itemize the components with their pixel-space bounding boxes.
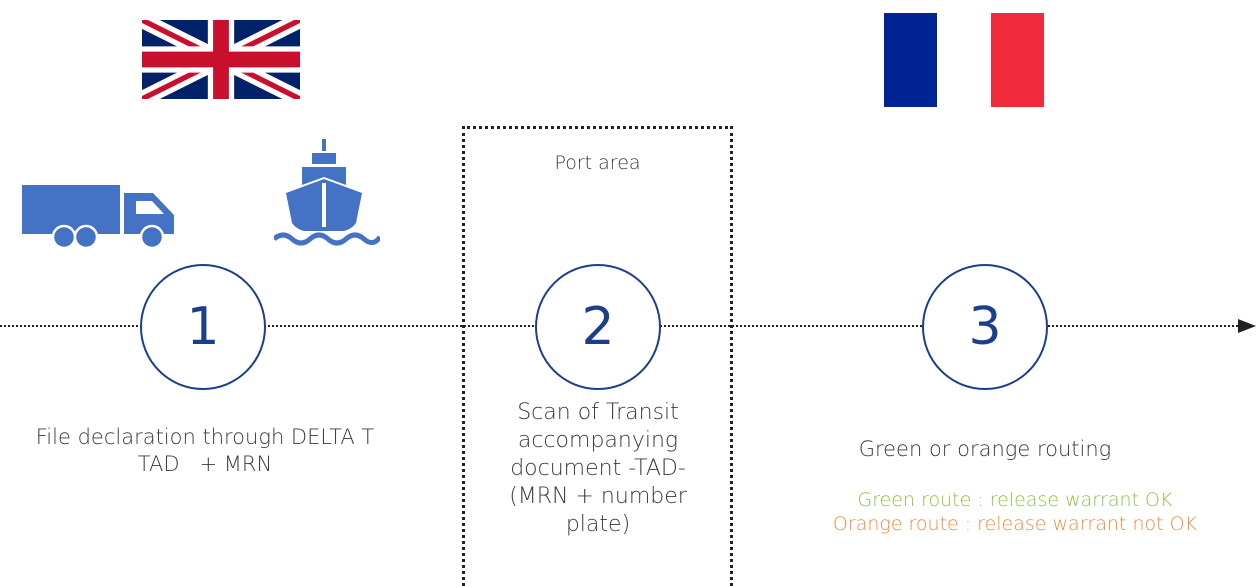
step-2-number: 2 bbox=[581, 297, 615, 357]
port-area-label: Port area bbox=[554, 152, 641, 174]
step-2-caption-line: accompanying bbox=[517, 428, 679, 453]
step-1-caption-line: File declaration through DELTA T bbox=[35, 425, 375, 449]
step-2-caption-line: plate) bbox=[565, 512, 631, 537]
timeline-arrowhead bbox=[1238, 319, 1256, 333]
step-3-circle: 3 bbox=[922, 264, 1048, 390]
step-1-caption: File declaration through DELTA T TAD + M… bbox=[20, 424, 390, 478]
step-2-circle: 2 bbox=[535, 264, 661, 390]
step-2-caption-line: Scan of Transit bbox=[517, 400, 679, 425]
green-route-text: Green route : release warrant OK bbox=[857, 489, 1173, 511]
step-2-caption-line: document -TAD- bbox=[510, 456, 686, 481]
orange-route-text: Orange route : release warrant not OK bbox=[832, 513, 1198, 535]
step-3-caption: Green or orange routing bbox=[858, 437, 1112, 461]
step-3-number: 3 bbox=[968, 297, 1002, 357]
port-area-box bbox=[462, 126, 733, 586]
step-1-number: 1 bbox=[186, 297, 220, 357]
step-2-caption-line: (MRN + number bbox=[509, 484, 687, 509]
step-1-circle: 1 bbox=[140, 264, 266, 390]
ship-icon bbox=[274, 139, 380, 246]
step-1-caption-line: TAD + MRN bbox=[137, 452, 273, 476]
step-2-caption: Scan of Transit accompanying document -T… bbox=[470, 399, 726, 539]
france-flag bbox=[884, 13, 1044, 107]
uk-flag bbox=[142, 20, 300, 99]
truck-icon bbox=[22, 185, 174, 249]
